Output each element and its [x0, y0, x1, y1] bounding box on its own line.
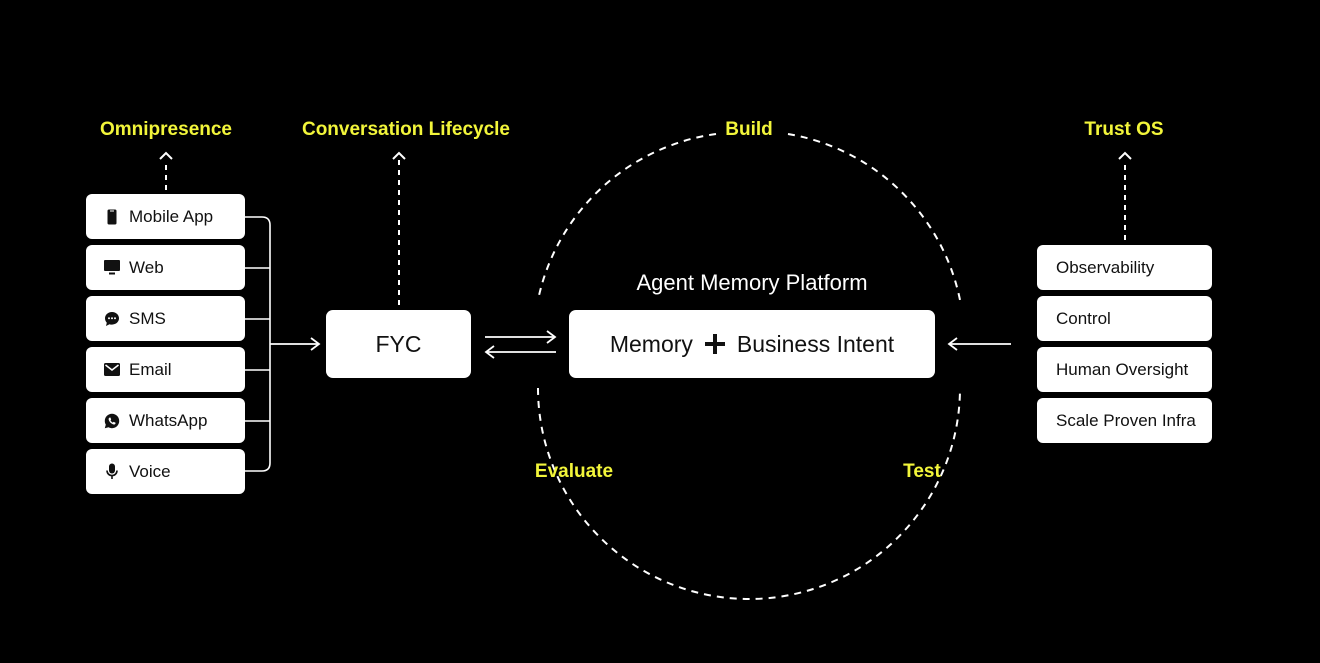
mobile-phone-icon — [104, 209, 120, 225]
plus-icon — [704, 334, 725, 354]
trust-human-oversight: Human Oversight — [1037, 347, 1212, 392]
test-label: Test — [903, 461, 941, 482]
microphone-icon — [104, 463, 120, 480]
whatsapp-icon — [104, 413, 120, 429]
memory-label: Memory — [609, 330, 693, 357]
channel-sms: SMS — [86, 296, 245, 341]
memory-business-intent-box: Memory Business Intent — [569, 310, 935, 378]
trust-os-arrow — [1118, 151, 1132, 240]
channel-label: Web — [129, 257, 164, 277]
conversation-lifecycle-label: Conversation Lifecycle — [301, 119, 511, 140]
channels-to-fyc-arrow — [270, 337, 321, 351]
channel-label: WhatsApp — [129, 410, 208, 430]
omnipresence-label: Omnipresence — [100, 119, 232, 140]
channel-email: Email — [86, 347, 245, 392]
trust-control: Control — [1037, 296, 1212, 341]
fyc-memory-exchange-arrows — [484, 330, 557, 359]
cycle-arc-bottom — [537, 387, 961, 600]
fyc-label: FYC — [375, 330, 422, 357]
channel-label: SMS — [129, 308, 166, 328]
omnipresence-arrow — [159, 151, 173, 190]
trust-label: Control — [1056, 308, 1111, 328]
envelope-icon — [104, 362, 120, 378]
build-label: Build — [725, 119, 773, 140]
fyc-box: FYC — [326, 310, 471, 378]
cycle-dashed-circle — [537, 133, 961, 600]
channel-bracket — [245, 216, 271, 472]
evaluate-label: Evaluate — [534, 461, 614, 482]
trust-label: Scale Proven Infra — [1056, 410, 1196, 430]
channel-label: Voice — [129, 461, 171, 481]
channel-mobile-app: Mobile App — [86, 194, 245, 239]
trust-observability: Observability — [1037, 245, 1212, 290]
channel-label: Mobile App — [129, 206, 214, 226]
business-intent-label: Business Intent — [736, 330, 895, 357]
agent-memory-platform-title: Agent Memory Platform — [636, 270, 868, 295]
trust-os-label: Trust OS — [1084, 119, 1164, 140]
trust-scale-proven-infra: Scale Proven Infra — [1037, 398, 1212, 443]
cycle-arc-top-left — [537, 133, 717, 301]
trust-label: Observability — [1056, 257, 1155, 277]
channel-voice: Voice — [86, 449, 245, 494]
channel-web: Web — [86, 245, 245, 290]
chat-bubble-icon — [104, 311, 120, 327]
monitor-icon — [104, 260, 120, 276]
channel-whatsapp: WhatsApp — [86, 398, 245, 443]
trust-to-memory-arrow — [947, 337, 1011, 351]
channel-label: Email — [129, 359, 172, 379]
trust-label: Human Oversight — [1056, 359, 1189, 379]
lifecycle-arrow — [392, 151, 406, 305]
